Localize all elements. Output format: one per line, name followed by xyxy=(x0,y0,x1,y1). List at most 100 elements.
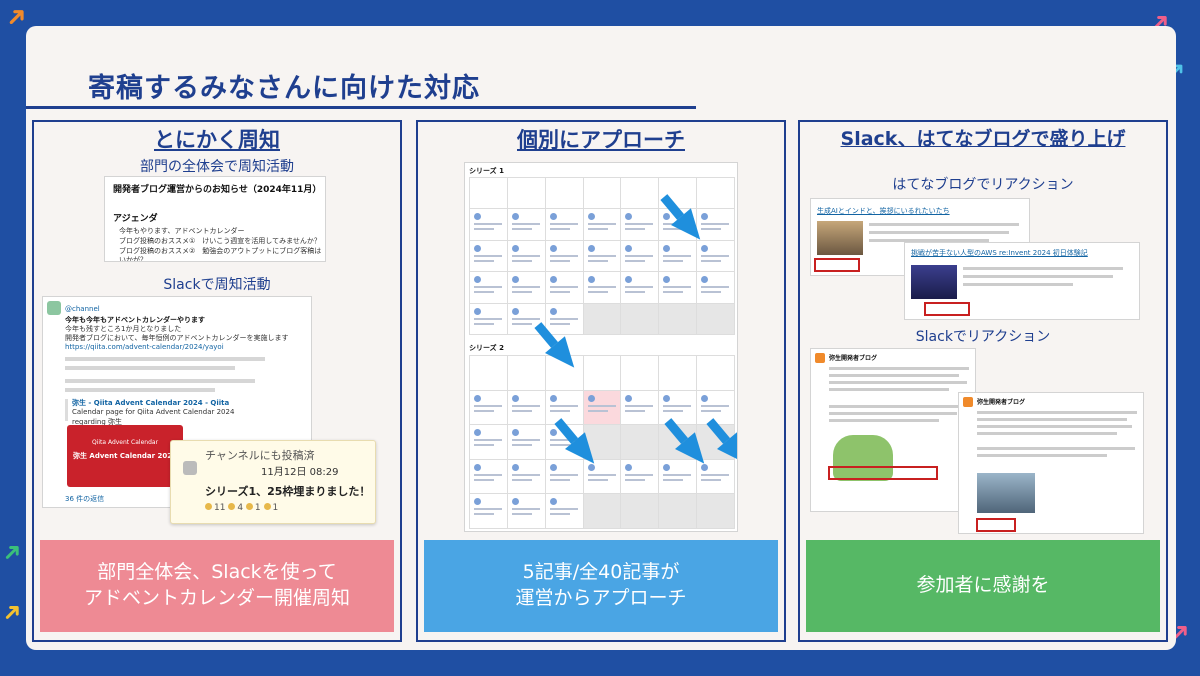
text-placeholder xyxy=(474,254,502,257)
channel-popup: チャンネルにも投稿済 11月12日 08:29 シリーズ1、25枠埋まりました！… xyxy=(170,440,376,524)
avatar xyxy=(511,498,519,506)
text-placeholder xyxy=(701,404,730,407)
text-placeholder xyxy=(474,508,502,511)
meeting-slide-screenshot: 開発者ブログ運営からのお知らせ（2024年11月） アジェンダ 今年もやります、… xyxy=(104,176,326,262)
text-placeholder xyxy=(474,404,502,407)
calendar-cell xyxy=(697,494,735,529)
avatar xyxy=(183,461,197,475)
slack-reply-count[interactable]: 36 件の返信 xyxy=(65,495,105,503)
reaction-row: 11 4 1 1 xyxy=(205,503,278,513)
avatar xyxy=(625,394,633,402)
calendar-cell xyxy=(545,272,584,304)
calendar-screenshot: シリーズ 1 シリーズ 2 xyxy=(464,162,738,532)
text-placeholder xyxy=(869,231,1009,234)
text-placeholder xyxy=(474,286,502,289)
calendar-cell xyxy=(659,356,698,391)
avatar xyxy=(511,429,519,437)
calendar-cell xyxy=(621,494,660,529)
avatar xyxy=(474,244,481,252)
text-placeholder xyxy=(474,228,494,231)
text-placeholder xyxy=(474,513,494,516)
popup-time: 11月12日 08:29 xyxy=(261,467,339,478)
text-placeholder xyxy=(587,223,616,226)
column-heading: 個別にアプローチ xyxy=(517,128,685,152)
text-placeholder xyxy=(963,283,1073,286)
text-placeholder xyxy=(549,473,578,476)
text-placeholder xyxy=(869,239,989,242)
calendar-cell xyxy=(545,303,584,335)
reaction-highlight xyxy=(924,302,970,316)
reaction-highlight xyxy=(828,466,938,480)
calendar-cell xyxy=(545,356,584,391)
text-placeholder xyxy=(549,409,570,412)
text-placeholder xyxy=(511,473,540,476)
text-placeholder xyxy=(963,275,1113,278)
calendar-cell xyxy=(621,272,660,304)
calendar-cell xyxy=(697,390,735,426)
text-placeholder xyxy=(587,286,616,289)
text-placeholder xyxy=(549,444,570,447)
avatar xyxy=(549,394,557,402)
text-placeholder xyxy=(663,478,684,481)
text-placeholder xyxy=(663,404,692,407)
slack-line: 今年も今年もアドベントカレンダーやります xyxy=(65,316,205,324)
slack-reaction-screenshot: 弥生開発者ブログ xyxy=(958,392,1144,534)
slack-redacted-line xyxy=(65,366,235,370)
calendar-cell xyxy=(697,459,735,495)
calendar-cell xyxy=(659,494,698,529)
text-placeholder xyxy=(511,444,532,447)
qiita-card[interactable]: 弥生 - Qiita Advent Calendar 2024 - Qiita … xyxy=(65,399,265,426)
text-placeholder xyxy=(663,259,684,262)
calendar-cell xyxy=(545,240,584,273)
sub-slack: Slackで周知活動 xyxy=(163,277,271,293)
avatar xyxy=(474,276,481,284)
avatar xyxy=(663,244,671,252)
avatar xyxy=(701,394,709,402)
text-placeholder xyxy=(549,254,578,257)
calendar-cell xyxy=(621,178,660,210)
text-placeholder xyxy=(511,439,540,442)
avatar xyxy=(663,463,671,471)
series-label: シリーズ 2 xyxy=(469,344,504,352)
avatar xyxy=(625,463,633,471)
calendar-cell xyxy=(507,272,546,304)
calendar-cell xyxy=(470,178,508,210)
sub-hatena: はてなブログでリアクション xyxy=(892,177,1074,193)
text-placeholder xyxy=(625,404,654,407)
calendar-cell xyxy=(659,240,698,273)
slack-link[interactable]: https://qiita.com/advent-calendar/2024/y… xyxy=(65,343,224,351)
column-reactions: Slack、はてなブログで盛り上げ はてなブログでリアクション 生成AIとインド… xyxy=(798,120,1168,642)
column-heading: とにかく周知 xyxy=(154,128,280,152)
calendar-cell xyxy=(583,178,622,210)
hatena-post-title: 生成AIとインドと、挨拶にいるれたいたち xyxy=(817,207,950,215)
calendar-cell xyxy=(583,425,622,460)
text-placeholder xyxy=(625,478,646,481)
avatar xyxy=(625,244,633,252)
text-placeholder xyxy=(549,259,570,262)
footer-line: 運営からアプローチ xyxy=(515,587,687,609)
calendar-cell xyxy=(507,390,546,426)
calendar-cell xyxy=(621,209,660,241)
text-placeholder xyxy=(625,291,646,294)
avatar xyxy=(474,307,481,315)
avatar xyxy=(474,213,481,221)
avatar xyxy=(511,244,519,252)
text-placeholder xyxy=(663,409,684,412)
text-placeholder xyxy=(701,291,722,294)
text-placeholder xyxy=(587,473,616,476)
calendar-cell xyxy=(583,303,622,335)
calendar-cell xyxy=(583,240,622,273)
text-placeholder xyxy=(511,513,532,516)
slack-redacted-line xyxy=(65,357,265,361)
avatar xyxy=(549,429,557,437)
calendar-cell xyxy=(621,356,660,391)
text-placeholder xyxy=(977,454,1107,457)
footer-line: 参加者に感謝を xyxy=(916,574,1050,597)
decor-arrow-icon: ➜ xyxy=(0,594,30,630)
text-placeholder xyxy=(549,513,570,516)
avatar xyxy=(701,213,709,221)
text-placeholder xyxy=(625,228,646,231)
avatar xyxy=(663,213,671,221)
text-placeholder xyxy=(701,473,730,476)
avatar xyxy=(474,463,481,471)
